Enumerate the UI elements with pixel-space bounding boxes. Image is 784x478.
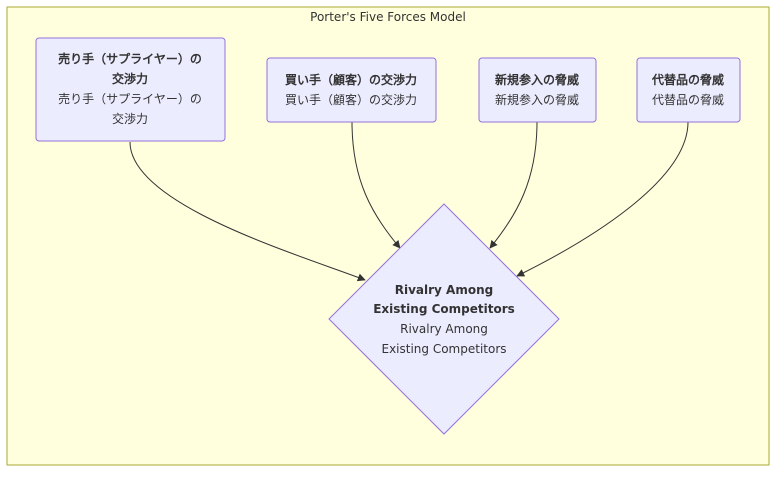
- node-label-line: 代替品の脅威: [652, 92, 724, 107]
- node-title-line: 新規参入の脅威: [495, 72, 579, 87]
- node-label-line: Existing Competitors: [381, 342, 506, 356]
- node-box: [266, 57, 437, 123]
- node-title-line: Existing Competitors: [373, 302, 515, 316]
- node-label-line: 売り手（サプライヤー）の: [58, 91, 202, 106]
- node-label-line: Rivalry Among: [400, 322, 488, 336]
- edges: [129, 121, 689, 282]
- node-supplier-power: 売り手（サプライヤー）の 交渉力 売り手（サプライヤー）の 交渉力: [35, 37, 226, 142]
- node-box: [636, 57, 741, 123]
- node-box: [478, 57, 597, 123]
- edge-new-entrants-to-rivalry: [489, 121, 538, 249]
- edge-supplier-to-rivalry: [129, 141, 366, 282]
- node-threat-substitutes: 代替品の脅威 代替品の脅威: [636, 57, 741, 123]
- node-title-line: 売り手（サプライヤー）の: [58, 51, 202, 66]
- node-buyer-power: 買い手（顧客）の交渉力 買い手（顧客）の交渉力: [266, 57, 437, 123]
- node-rivalry: Rivalry Among Existing Competitors Rival…: [328, 203, 560, 435]
- node-label-line: 交渉力: [112, 111, 148, 126]
- edge-buyer-to-rivalry: [351, 121, 401, 249]
- edge-substitutes-to-rivalry: [516, 121, 689, 277]
- node-diamond: [328, 203, 560, 435]
- node-label-line: 新規参入の脅威: [495, 92, 579, 107]
- cluster-title: Porter's Five Forces Model: [310, 10, 466, 24]
- node-box: [35, 37, 226, 142]
- node-title-line: Rivalry Among: [395, 283, 493, 297]
- node-title-line: 買い手（顧客）の交渉力: [285, 72, 417, 87]
- node-title-line: 代替品の脅威: [651, 72, 724, 87]
- node-title-line: 交渉力: [112, 71, 148, 86]
- node-label-line: 買い手（顧客）の交渉力: [285, 92, 417, 107]
- node-threat-new-entrants: 新規参入の脅威 新規参入の脅威: [478, 57, 597, 123]
